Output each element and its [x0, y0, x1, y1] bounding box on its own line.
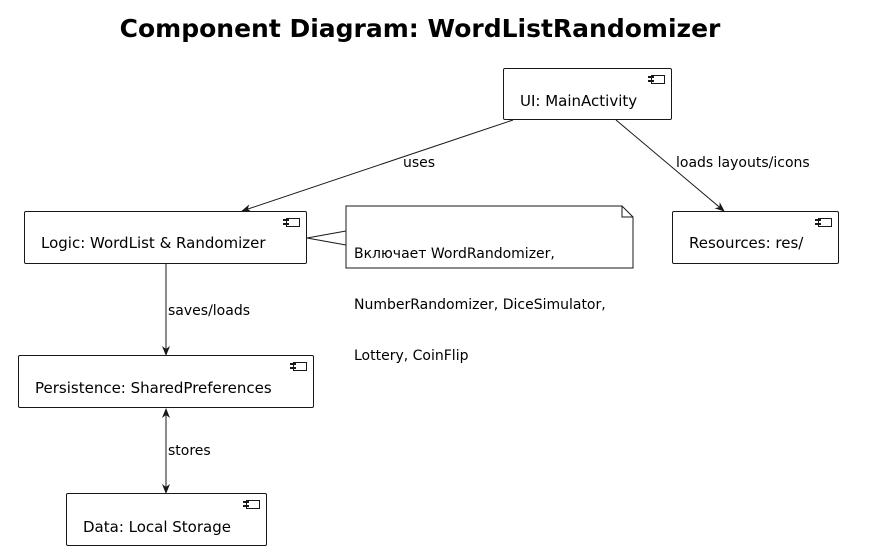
note-line-2: NumberRandomizer, DiceSimulator,: [354, 297, 606, 313]
note-connector-2: [306, 237, 347, 246]
component-icon: [648, 75, 665, 84]
component-data-storage: Data: Local Storage: [66, 493, 267, 546]
component-resources: Resources: res/: [672, 211, 839, 264]
note-line-3: Lottery, CoinFlip: [354, 348, 469, 364]
component-label: Data: Local Storage: [83, 518, 231, 536]
note-shape: [345, 205, 634, 269]
component-icon: [815, 218, 832, 227]
component-persistence: Persistence: SharedPreferences: [18, 355, 314, 408]
component-label: Logic: WordList & Randomizer: [41, 234, 266, 252]
note-connector: [306, 230, 347, 239]
component-icon: [283, 218, 300, 227]
note-text: Включает WordRandomizer, NumberRandomize…: [354, 212, 606, 382]
edge-label-loads-layouts: loads layouts/icons: [676, 155, 810, 171]
component-logic: Logic: WordList & Randomizer: [24, 211, 307, 264]
component-ui-mainactivity: UI: MainActivity: [503, 68, 672, 120]
component-label: Persistence: SharedPreferences: [35, 379, 272, 397]
edge-loads-layouts: [615, 119, 725, 212]
edge-label-saves-loads: saves/loads: [168, 303, 250, 319]
component-icon: [290, 362, 307, 371]
component-label: UI: MainActivity: [520, 92, 638, 110]
edge-label-stores: stores: [168, 443, 211, 459]
diagram-title: Component Diagram: WordListRandomizer: [119, 14, 721, 43]
component-icon: [243, 500, 260, 509]
note-fold: [621, 206, 633, 218]
component-label: Resources: res/: [689, 234, 804, 252]
edge-label-uses: uses: [403, 155, 436, 171]
edge-uses: [241, 119, 514, 212]
note-line-1: Включает WordRandomizer,: [354, 246, 555, 262]
